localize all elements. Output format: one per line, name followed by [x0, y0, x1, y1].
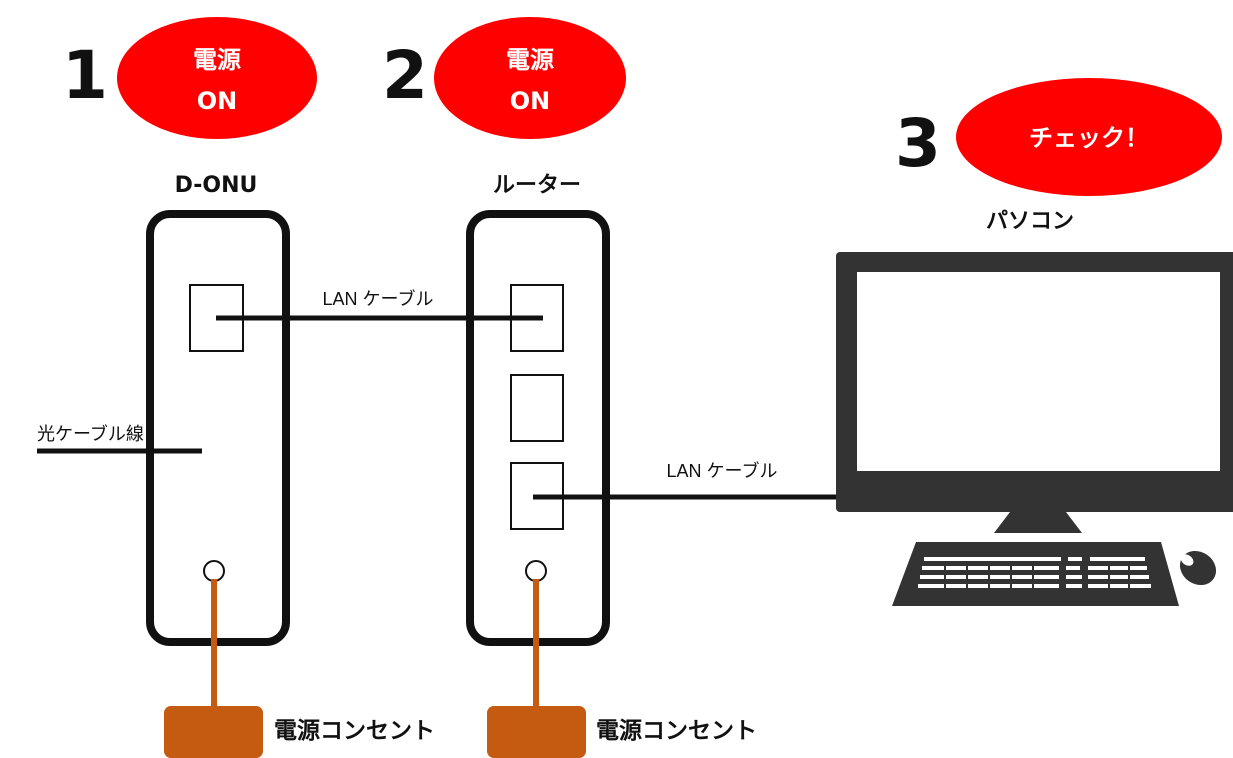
step-1-oval: [117, 17, 317, 139]
keyboard-keys: [918, 557, 1151, 589]
fiber-cable-label: 光ケーブル線: [37, 423, 144, 444]
pc-computer: [836, 252, 1233, 606]
lan-cable-2-label: LAN ケーブル: [667, 460, 778, 481]
step-2-line2: ON: [510, 87, 551, 115]
router-power-outlet: [487, 706, 586, 758]
step-2-number: 2: [382, 37, 428, 114]
lan-cable-1-label: LAN ケーブル: [323, 288, 434, 309]
onu-power-outlet: [164, 706, 263, 758]
step-1-line1: 電源: [193, 46, 241, 74]
router-power-port: [525, 560, 547, 582]
router-label: ルーター: [493, 173, 581, 198]
onu-outlet-label: 電源コンセント: [274, 718, 435, 744]
step-3-text: チェック！: [1029, 124, 1149, 152]
router-lan-port-2: [510, 374, 564, 442]
keyboard-icon: [892, 542, 1179, 606]
mouse-icon: [1179, 550, 1217, 586]
monitor-screen: [857, 272, 1220, 471]
step-3-oval: [956, 78, 1222, 196]
step-2-line1: 電源: [506, 46, 554, 74]
pc-label: パソコン: [986, 209, 1074, 234]
step-1-number: 1: [62, 37, 108, 114]
router-outlet-label: 電源コンセント: [596, 718, 757, 744]
monitor-stand: [994, 512, 1082, 533]
onu-label: D-ONU: [175, 173, 258, 198]
step-3-number: 3: [895, 105, 941, 182]
step-1-line2: ON: [197, 87, 238, 115]
onu-power-port: [203, 560, 225, 582]
step-2-oval: [434, 17, 626, 139]
onu-device: [146, 210, 290, 646]
